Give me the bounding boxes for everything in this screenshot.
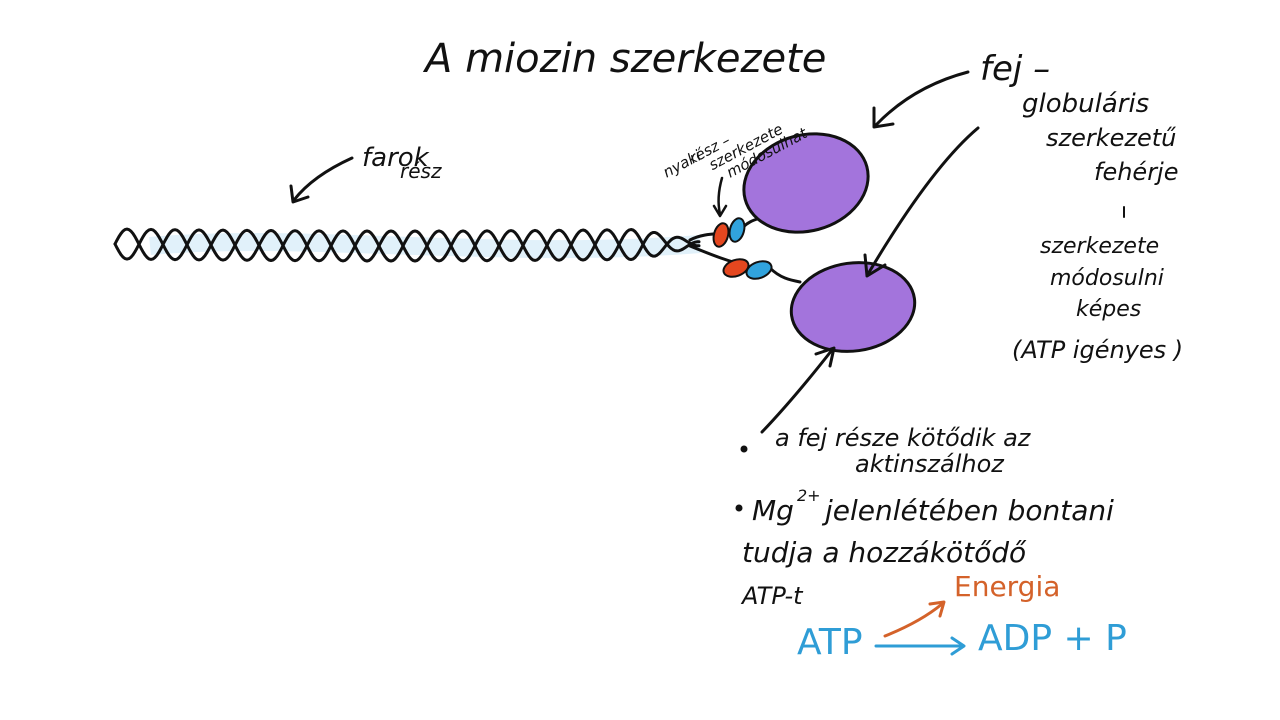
head-label-line5: szerkezete (1040, 234, 1159, 259)
reaction-reactant: ATP (797, 622, 863, 663)
head-arrow-lower (863, 126, 980, 278)
light-chain-blue-lower (745, 260, 773, 280)
neck-to-lower-head (768, 266, 802, 284)
head-label-line7: képes (1076, 297, 1141, 322)
tail-label-line2: rész (400, 159, 442, 183)
note1-line2: aktinszálhoz (855, 450, 1005, 478)
light-chain-blue-upper (728, 217, 746, 243)
head-label-line2: globuláris (1022, 89, 1149, 119)
light-chain-red-lower (722, 258, 750, 278)
note2-mg: Mg (752, 494, 794, 527)
tail-label-line1: farok (362, 143, 430, 173)
neck-arrow (712, 176, 728, 218)
actin-binding-arrow (760, 346, 836, 434)
reaction-product: ADP + P (978, 618, 1127, 659)
head-arrow-upper (872, 70, 970, 129)
head-label-line6: módosulni (1050, 266, 1164, 291)
myosin-head-upper (742, 132, 870, 234)
note2-line2: tudja a hozzákötődő (742, 536, 1027, 569)
note2-line1: jelenlétében bontani (821, 494, 1114, 527)
head-label-title: fej – (980, 49, 1050, 89)
energy-label: Energia (954, 570, 1060, 603)
tail-arrow (289, 156, 354, 204)
light-chain-red-upper (712, 222, 730, 248)
head-label-line4: fehérje (1094, 158, 1179, 186)
tail-helix-strand-b (113, 227, 701, 263)
head-label-line3: szerkezetű (1046, 124, 1176, 152)
energy-arrow (883, 600, 946, 638)
page-title: A miozin szerkezete (422, 36, 826, 82)
tail-helix-strand-a (113, 227, 701, 263)
note2-bullet (735, 504, 743, 512)
note1-line1: a fej része kötődik az (775, 424, 1032, 452)
note1-bullet (740, 445, 748, 453)
note2-mg-superscript: 2+ (797, 486, 821, 505)
reaction-arrow (874, 636, 966, 656)
note2-line3: ATP-t (740, 582, 804, 610)
myosin-head-lower (789, 261, 917, 353)
head-label-line8: (ATP igényes ) (1012, 336, 1183, 364)
